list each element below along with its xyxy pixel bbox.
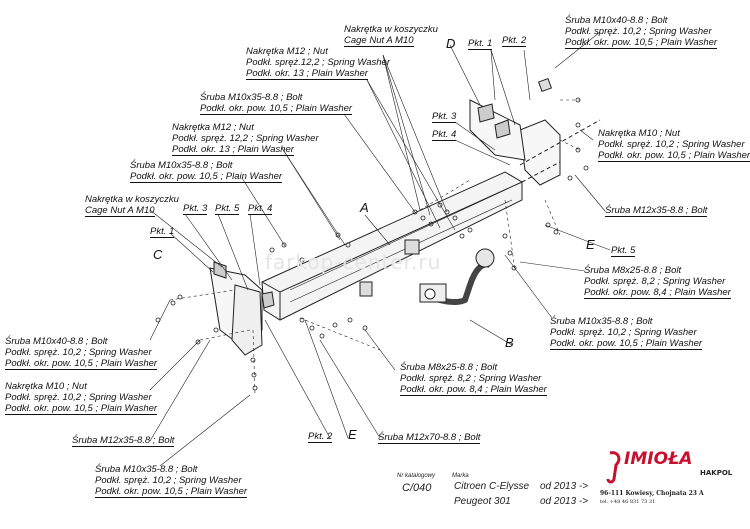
pkt-1-left: Pkt. 1 [150, 226, 175, 238]
letter-e-right: E [586, 237, 595, 252]
year-1: od 2013 -> [540, 481, 589, 492]
pkt-3-left: Pkt. 3 [183, 203, 208, 215]
ball-neck [419, 248, 495, 306]
model-1: Citroen C-Elysse [454, 481, 530, 492]
pkt-5-left: Pkt. 5 [215, 203, 240, 215]
left-bracket [209, 261, 275, 356]
pkt-5-right: Pkt. 5 [611, 245, 636, 257]
company-address: 96-111 Kowiesy, Chojnata 23 A [600, 490, 704, 497]
catalog-value: C/040 [402, 482, 432, 494]
company-phone: tel. +48 46 831 73 31 [600, 499, 656, 505]
leader-lines [149, 31, 611, 467]
letter-b: B [505, 335, 514, 350]
letter-e-bottom: E [348, 427, 357, 442]
letter-d: D [446, 36, 456, 51]
label-bolt-m12x35-left: Śruba M12x35-8.8 ; Bolt [72, 435, 175, 447]
hitch-logo-icon [606, 451, 621, 484]
pkt-4-top: Pkt. 4 [432, 129, 457, 141]
pkt-1-top: Pkt. 1 [468, 38, 493, 50]
right-bracket [469, 77, 601, 186]
logo-text: IMIOŁA [624, 449, 693, 469]
company-logo: IMIOŁA HAKPOL [600, 447, 740, 497]
catalog-label: Nr katalogowy [397, 473, 436, 479]
pkt-2-bottom: Pkt. 2 [308, 431, 333, 443]
label-bolt-m12x70-bottom: Śruba M12x70-8.8 ; Bolt [378, 432, 481, 444]
brand-label: Marka [452, 473, 469, 479]
letter-c: C [153, 247, 163, 262]
pkt-3-top: Pkt. 3 [432, 111, 457, 123]
model-2: Peugeot 301 [454, 496, 511, 507]
crossbar-beam [261, 171, 523, 321]
year-2: od 2013 -> [540, 496, 589, 507]
pkt-4-left: Pkt. 4 [248, 203, 273, 215]
assembly-lines [169, 99, 581, 396]
label-bolt-m12x35-right: Śruba M12x35-8.8 ; Bolt [605, 205, 708, 217]
logo-sub: HAKPOL [700, 469, 733, 477]
watermark: farkop-center.ru [265, 250, 442, 274]
letter-a: A [360, 200, 369, 215]
pkt-2-top: Pkt. 2 [502, 35, 527, 47]
